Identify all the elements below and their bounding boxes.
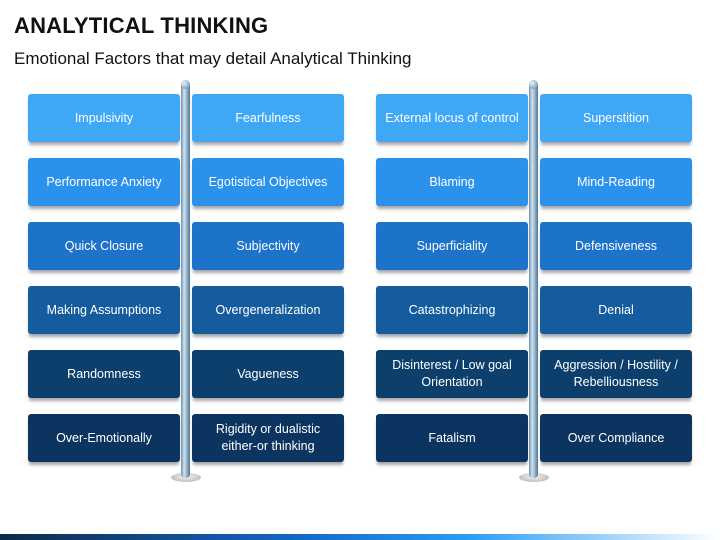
right-row-3-factor-a: Superficiality [376, 222, 528, 270]
right-row-5-factor-b: Aggression / Hostility / Rebelliousness [540, 350, 692, 398]
right-row-1-factor-b: Superstition [540, 94, 692, 142]
left-row-1: Impulsivity Fearfulness [28, 94, 344, 142]
right-row-2: Blaming Mind-Reading [376, 158, 692, 206]
page-subtitle: Emotional Factors that may detail Analyt… [14, 49, 412, 68]
left-row-4-factor-b: Overgeneralization [192, 286, 344, 334]
left-pole-cap [181, 80, 190, 89]
left-row-2: Performance Anxiety Egotistical Objectiv… [28, 158, 344, 206]
right-row-6-factor-b: Over Compliance [540, 414, 692, 462]
left-row-6-factor-b: Rigidity or dualistic either-or thinking [192, 414, 344, 462]
left-row-2-factor-b: Egotistical Objectives [192, 158, 344, 206]
left-row-6-factor-a: Over-Emotionally [28, 414, 180, 462]
left-panel: Impulsivity Fearfulness Performance Anxi… [28, 94, 344, 464]
page-title: ANALYTICAL THINKING [14, 13, 269, 38]
left-row-2-factor-a: Performance Anxiety [28, 158, 180, 206]
left-row-5-factor-a: Randomness [28, 350, 180, 398]
right-row-1-factor-a: External locus of control [376, 94, 528, 142]
right-panel: External locus of control Superstition B… [376, 94, 692, 464]
left-row-1-factor-a: Impulsivity [28, 94, 180, 142]
right-divider-pole [529, 82, 538, 478]
right-row-3: Superficiality Defensiveness [376, 222, 692, 270]
right-row-4-factor-a: Catastrophizing [376, 286, 528, 334]
right-row-4: Catastrophizing Denial [376, 286, 692, 334]
left-row-3-factor-a: Quick Closure [28, 222, 180, 270]
left-row-5: Randomness Vagueness [28, 350, 344, 398]
footer-accent-bar [0, 534, 720, 540]
right-row-2-factor-b: Mind-Reading [540, 158, 692, 206]
right-row-4-factor-b: Denial [540, 286, 692, 334]
left-row-5-factor-b: Vagueness [192, 350, 344, 398]
left-row-3: Quick Closure Subjectivity [28, 222, 344, 270]
left-row-4: Making Assumptions Overgeneralization [28, 286, 344, 334]
left-row-6: Over-Emotionally Rigidity or dualistic e… [28, 414, 344, 462]
right-row-3-factor-b: Defensiveness [540, 222, 692, 270]
left-row-3-factor-b: Subjectivity [192, 222, 344, 270]
right-row-6-factor-a: Fatalism [376, 414, 528, 462]
right-row-2-factor-a: Blaming [376, 158, 528, 206]
right-pole-cap [529, 80, 538, 89]
left-row-4-factor-a: Making Assumptions [28, 286, 180, 334]
left-divider-pole [181, 82, 190, 478]
right-row-5-factor-a: Disinterest / Low goal Orientation [376, 350, 528, 398]
left-row-1-factor-b: Fearfulness [192, 94, 344, 142]
right-row-6: Fatalism Over Compliance [376, 414, 692, 462]
right-row-5: Disinterest / Low goal Orientation Aggre… [376, 350, 692, 398]
right-row-1: External locus of control Superstition [376, 94, 692, 142]
